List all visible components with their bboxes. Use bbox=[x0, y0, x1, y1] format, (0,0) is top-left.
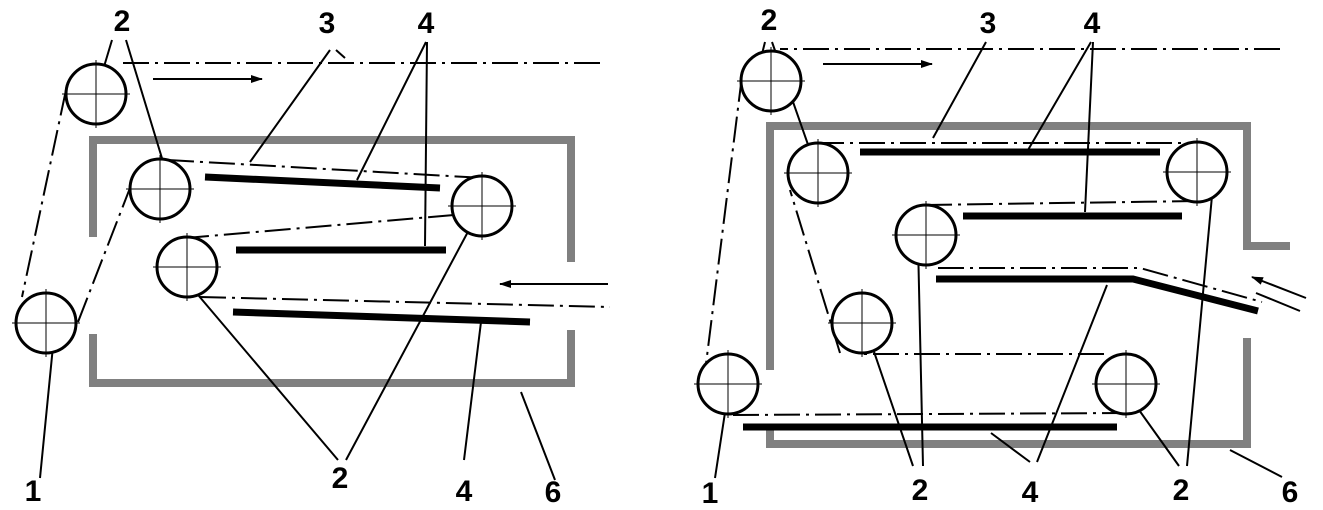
web-path-left bbox=[21, 62, 611, 323]
web-path-right bbox=[703, 48, 1280, 416]
air-inlet-arrow-right bbox=[1251, 276, 1307, 299]
label-heater-plate: 4 bbox=[418, 7, 435, 40]
roller-crosshair bbox=[62, 60, 130, 128]
roller-left-middle bbox=[153, 233, 221, 301]
roller-crosshair bbox=[126, 155, 194, 223]
label-heater-plate: 4 bbox=[1022, 476, 1039, 509]
right-scheme: 2 3 4 1 2 4 2 6 bbox=[694, 4, 1307, 510]
roller-right-upper bbox=[784, 139, 852, 207]
label-turning-roller: 2 bbox=[912, 474, 929, 507]
label-turning-roller: 2 bbox=[1173, 474, 1190, 507]
label-guide-roller: 1 bbox=[702, 477, 719, 510]
air-inlet-arrow-right-line bbox=[1255, 292, 1301, 312]
label-chamber: 6 bbox=[545, 476, 562, 509]
roller-right-guide bbox=[694, 350, 762, 418]
chamber-wall-top-right bbox=[766, 122, 1290, 370]
leader-lines-left bbox=[39, 39, 556, 481]
roller-crosshair bbox=[448, 172, 516, 240]
label-heater-plate: 4 bbox=[456, 475, 473, 508]
roller-right-top bbox=[737, 47, 805, 115]
roller-right-upper-right bbox=[1163, 138, 1231, 206]
label-turning-roller: 2 bbox=[114, 5, 131, 38]
label-turning-roller: 2 bbox=[332, 462, 349, 495]
roller-left-top bbox=[62, 60, 130, 128]
label-web: 3 bbox=[980, 7, 997, 40]
roller-right-lower bbox=[828, 289, 896, 357]
heater-plate-left-1 bbox=[204, 173, 441, 192]
label-chamber: 6 bbox=[1282, 476, 1299, 509]
heater-plate-left-3 bbox=[232, 308, 531, 326]
roller-crosshair bbox=[737, 47, 805, 115]
roller-crosshair bbox=[784, 139, 852, 207]
roller-right-lower-right bbox=[1092, 350, 1160, 418]
roller-crosshair bbox=[892, 201, 960, 269]
label-web: 3 bbox=[319, 7, 336, 40]
roller-crosshair bbox=[694, 350, 762, 418]
roller-left-right bbox=[448, 172, 516, 240]
roller-left-guide bbox=[12, 289, 80, 357]
roller-crosshair bbox=[153, 233, 221, 301]
chamber-wall-bottom-right bbox=[766, 338, 1251, 448]
label-heater-plate: 4 bbox=[1084, 7, 1101, 40]
roller-left-upper bbox=[126, 155, 194, 223]
roller-crosshair bbox=[1163, 138, 1231, 206]
heater-plate-right-3 bbox=[936, 275, 1259, 315]
roller-crosshair bbox=[828, 289, 896, 357]
label-turning-roller: 2 bbox=[761, 4, 778, 37]
label-guide-roller: 1 bbox=[25, 475, 42, 508]
chamber-wall-bottom-left bbox=[89, 330, 575, 387]
roller-right-middle bbox=[892, 201, 960, 269]
roller-crosshair bbox=[12, 289, 80, 357]
left-scheme: 2 3 4 1 2 4 6 bbox=[12, 5, 611, 509]
leader-lines-right bbox=[714, 41, 1283, 479]
chamber-wall-top-left bbox=[89, 136, 575, 262]
roller-crosshair bbox=[1092, 350, 1160, 418]
